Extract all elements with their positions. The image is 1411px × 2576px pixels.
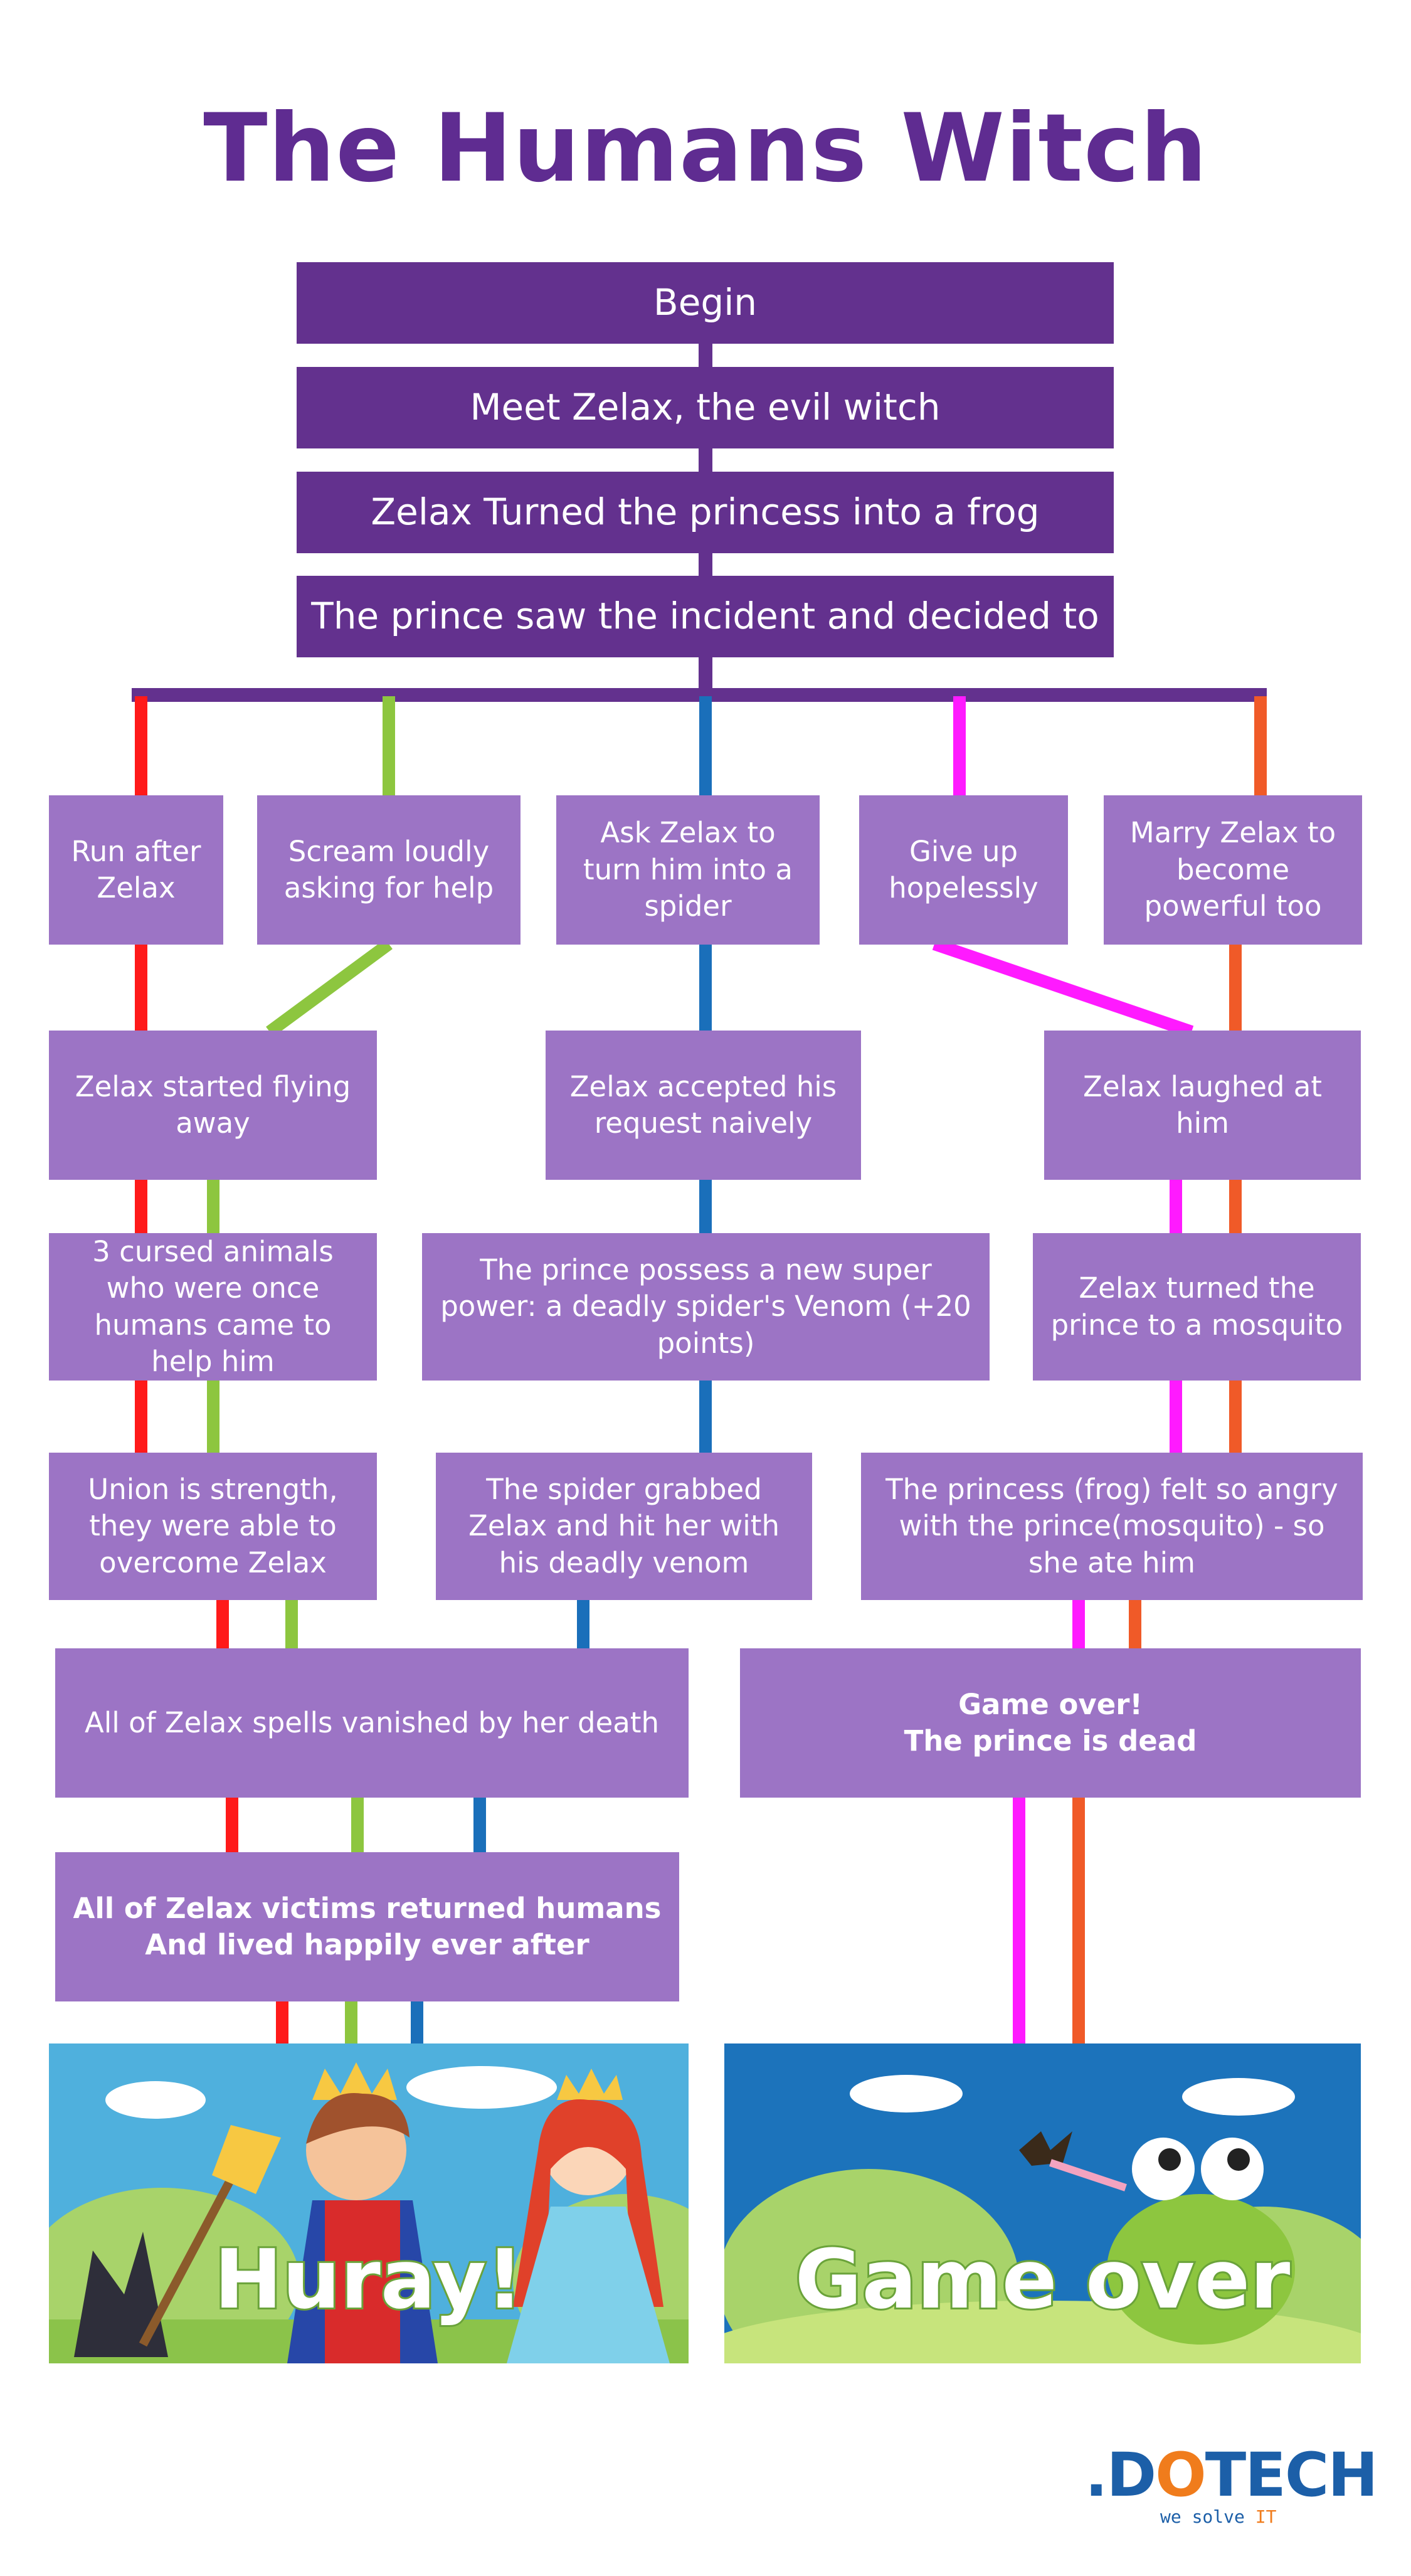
frog-tongue-icon: [1049, 2159, 1127, 2192]
outcome-accepted-label: Zelax accepted his request naively: [569, 1069, 837, 1140]
choice-scream: Scream loudly asking for help: [257, 795, 521, 945]
dotech-logo: .DOTECH we solve IT: [1085, 2440, 1378, 2527]
frog-body-icon: [1107, 2194, 1295, 2345]
page-title: The Humans Witch: [203, 94, 1208, 203]
green-line-2: [266, 938, 393, 1037]
crow-icon: [74, 2232, 168, 2357]
power-o-icon: O: [1155, 2440, 1207, 2510]
magenta-line-2: [932, 938, 1194, 1038]
outcome-grabbed-label: The spider grabbed Zelax and hit her wit…: [468, 1472, 779, 1579]
game-over-scene: Game over: [724, 2043, 1361, 2363]
broom-head-icon: [212, 2125, 281, 2194]
tagline-accent: IT: [1255, 2506, 1277, 2527]
choice-give-up-label: Give up hopelessly: [889, 834, 1038, 905]
outcome-happily-ever-after: All of Zelax victims returned humans And…: [55, 1852, 679, 2001]
step-meet-zelax: Meet Zelax, the evil witch: [297, 367, 1114, 448]
game-over-line-1: Game over!: [958, 1687, 1143, 1721]
choice-run-after: Run after Zelax: [49, 795, 223, 945]
outcome-laughed: Zelax laughed at him: [1044, 1031, 1361, 1180]
outcome-super-power: The prince possess a new super power: a …: [422, 1233, 990, 1381]
outcome-laughed-label: Zelax laughed at him: [1083, 1069, 1322, 1140]
outcome-cursed-animals-label: 3 cursed animals who were once humans ca…: [92, 1234, 334, 1379]
happy-scene-art: [49, 2062, 689, 2363]
outcome-ate-him: The princess (frog) felt so angry with t…: [861, 1453, 1363, 1600]
princess-dress-icon: [507, 2207, 670, 2363]
outcome-grabbed: The spider grabbed Zelax and hit her wit…: [436, 1453, 812, 1600]
step-prince-decided-label: The prince saw the incident and decided …: [311, 595, 1099, 638]
frog-eye-icon: [1132, 2138, 1195, 2200]
outcome-mosquito-label: Zelax turned the prince to a mosquito: [1050, 1271, 1343, 1342]
dotech-tagline: we solve IT: [1160, 2506, 1361, 2527]
outcome-flying-away: Zelax started flying away: [49, 1031, 377, 1180]
step-prince-decided: The prince saw the incident and decided …: [297, 576, 1114, 657]
choice-run-after-label: Run after Zelax: [71, 834, 201, 905]
cloud-icon: [406, 2066, 557, 2109]
game-over-line-2: The prince is dead: [904, 1724, 1197, 1757]
happy-line-1: All of Zelax victims returned humans: [73, 1891, 662, 1925]
outcome-spells-vanished: All of Zelax spells vanished by her deat…: [55, 1648, 689, 1798]
outcome-cursed-animals: 3 cursed animals who were once humans ca…: [49, 1233, 377, 1381]
outcome-super-power-label: The prince possess a new super power: a …: [440, 1253, 971, 1360]
outcome-spells-vanished-label: All of Zelax spells vanished by her deat…: [85, 1705, 659, 1739]
outcome-ate-him-label: The princess (frog) felt so angry with t…: [885, 1472, 1338, 1579]
happy-ending-scene: Huray!: [49, 2043, 689, 2363]
game-over-scene-art: [724, 2075, 1361, 2363]
prince-crown-icon: [312, 2062, 397, 2100]
happy-line-2: And lived happily ever after: [145, 1928, 589, 1961]
outcome-mosquito: Zelax turned the prince to a mosquito: [1033, 1233, 1361, 1381]
cloud-icon: [105, 2081, 206, 2119]
step-princess-frog-label: Zelax Turned the princess into a frog: [371, 490, 1040, 534]
prince-hair-icon: [306, 2093, 410, 2144]
choice-give-up: Give up hopelessly: [859, 795, 1068, 945]
princess-hair-icon: [513, 2099, 663, 2307]
princess-crown-icon: [557, 2069, 623, 2100]
outcome-union: Union is strength, they were able to ove…: [49, 1453, 377, 1600]
step-begin-label: Begin: [653, 281, 758, 324]
outcome-flying-away-label: Zelax started flying away: [75, 1069, 351, 1140]
step-princess-frog: Zelax Turned the princess into a frog: [297, 472, 1114, 553]
choice-spider-label: Ask Zelax to turn him into a spider: [583, 816, 793, 923]
logo-suffix: TECH: [1205, 2440, 1378, 2510]
outcome-accepted: Zelax accepted his request naively: [546, 1031, 861, 1180]
frog-eye-icon: [1201, 2138, 1264, 2200]
choice-scream-label: Scream loudly asking for help: [283, 834, 494, 905]
prince-body-icon: [325, 2200, 400, 2363]
choice-spider: Ask Zelax to turn him into a spider: [556, 795, 820, 945]
tagline-text: we solve: [1160, 2506, 1245, 2527]
logo-prefix: .D: [1085, 2440, 1156, 2510]
choice-marry: Marry Zelax to become powerful too: [1104, 795, 1362, 945]
dotech-logo-wordmark: .DOTECH: [1085, 2440, 1378, 2510]
choice-marry-label: Marry Zelax to become powerful too: [1129, 816, 1336, 923]
frog-pupil-icon: [1227, 2148, 1250, 2171]
mosquito-icon: [1019, 2131, 1072, 2166]
step-meet-zelax-label: Meet Zelax, the evil witch: [470, 386, 941, 429]
step-begin: Begin: [297, 262, 1114, 344]
frog-pupil-icon: [1158, 2148, 1181, 2171]
outcome-union-label: Union is strength, they were able to ove…: [88, 1472, 338, 1579]
cloud-icon: [850, 2075, 963, 2112]
cloud-icon: [1182, 2078, 1295, 2116]
outcome-game-over: Game over! The prince is dead: [740, 1648, 1361, 1798]
happy-scene-label: Huray!: [212, 2230, 525, 2329]
game-over-scene-label: Game over: [793, 2230, 1292, 2329]
